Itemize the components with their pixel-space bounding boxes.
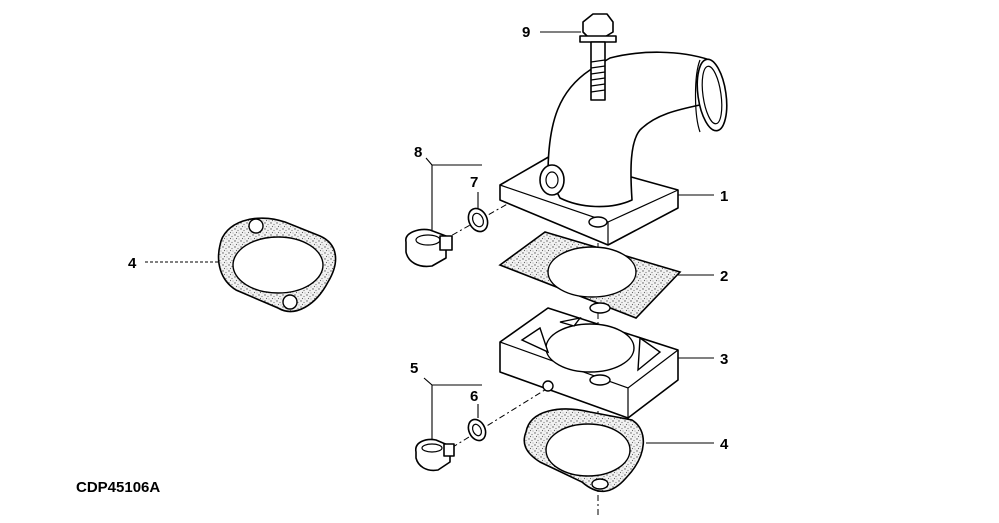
housing-gasket — [498, 231, 682, 319]
callout-6: 6 — [470, 388, 478, 405]
callout-8: 7 — [470, 174, 478, 191]
leader-5 — [423, 377, 433, 386]
lower-washer — [467, 418, 487, 442]
callout-9: 9 — [522, 24, 530, 41]
callout-5: 5 — [410, 360, 418, 377]
callout-1: 1 — [720, 188, 728, 205]
figure-id: CDP45106A — [76, 479, 160, 496]
thermostat-spacer — [499, 307, 679, 419]
detached-gasket — [217, 217, 337, 313]
callout-3: 3 — [720, 351, 728, 368]
callout-7: 8 — [414, 144, 422, 161]
upper-washer — [467, 207, 489, 233]
callout-4-lower: 4 — [720, 436, 729, 453]
cap-screw — [579, 13, 617, 101]
leader-7 — [425, 157, 433, 166]
callout-2: 2 — [720, 268, 728, 285]
upper-plug — [405, 228, 453, 268]
lower-plug — [415, 438, 455, 472]
lower-gasket — [523, 408, 645, 493]
thermostat-housing — [499, 51, 728, 246]
callout-4-left: 4 — [128, 255, 137, 272]
